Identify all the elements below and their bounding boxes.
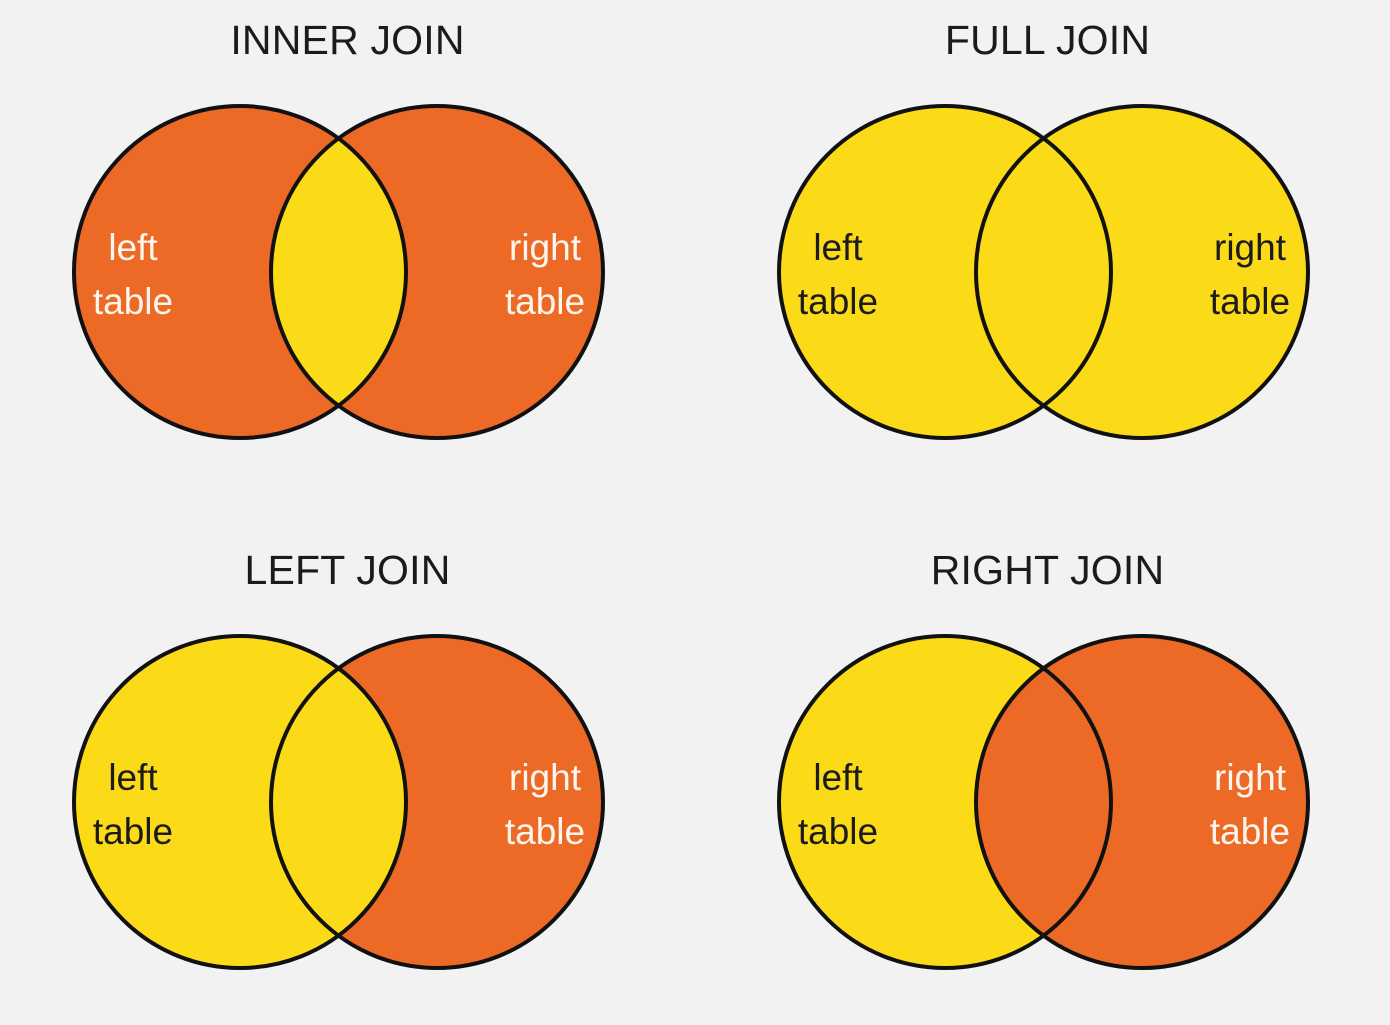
panel-title-inner-join: INNER JOIN: [230, 17, 465, 63]
venn-right-join: left table right table: [700, 630, 1390, 980]
venn-left-circle-outline: [777, 634, 1113, 970]
venn-right-label-line2: table: [1210, 811, 1290, 852]
venn-left-label-line2: table: [798, 811, 878, 852]
venn-left-label-line2: table: [93, 281, 173, 322]
venn-right-label-line1: right: [509, 757, 582, 798]
venn-left-label-line1: left: [813, 757, 863, 798]
venn-intersection-fill: [271, 636, 406, 968]
venn-intersection-fill: [271, 106, 406, 438]
venn-left-label-line2: table: [798, 281, 878, 322]
panel-left-join: LEFT JOIN left table right table: [0, 530, 695, 1025]
panel-full-join: FULL JOIN left table right table: [700, 0, 1390, 495]
venn-right-label-line1: right: [1214, 757, 1287, 798]
venn-full-join: left table right table: [700, 100, 1390, 450]
venn-right-circle-outline: [269, 634, 605, 970]
venn-inner-join: left table right table: [0, 100, 695, 450]
venn-intersection-fill: [976, 106, 1111, 438]
panel-title-full-join: FULL JOIN: [944, 17, 1151, 63]
venn-left-circle-outline: [72, 104, 408, 440]
venn-left-label-line1: left: [813, 227, 863, 268]
panel-right-join: RIGHT JOIN left table right table: [700, 530, 1390, 1025]
venn-right-circle-outline: [974, 104, 1310, 440]
venn-right-label-line2: table: [505, 281, 585, 322]
panel-title-left-join: LEFT JOIN: [244, 547, 451, 593]
venn-right-label-line1: right: [509, 227, 582, 268]
venn-right-circle-outline: [269, 104, 605, 440]
venn-right-circle-outline: [974, 634, 1310, 970]
venn-left-label-line1: left: [108, 757, 158, 798]
panel-inner-join: INNER JOIN left table right table: [0, 0, 695, 495]
venn-left-label-line2: table: [93, 811, 173, 852]
venn-right-label-line2: table: [505, 811, 585, 852]
venn-left-label-line1: left: [108, 227, 158, 268]
venn-intersection-fill: [976, 636, 1111, 968]
venn-left-join: left table right table: [0, 630, 695, 980]
venn-left-circle-outline: [777, 104, 1113, 440]
venn-left-circle-outline: [72, 634, 408, 970]
venn-svg-inner-join: left table right table: [72, 104, 605, 440]
venn-svg-right-join: left table right table: [777, 634, 1310, 970]
panel-title-right-join: RIGHT JOIN: [930, 547, 1165, 593]
venn-svg-left-join: left table right table: [72, 634, 605, 970]
venn-right-label-line1: right: [1214, 227, 1287, 268]
venn-right-label-line2: table: [1210, 281, 1290, 322]
join-diagram-board: INNER JOIN left table right table: [0, 0, 1390, 970]
venn-svg-full-join: left table right table: [777, 104, 1310, 440]
